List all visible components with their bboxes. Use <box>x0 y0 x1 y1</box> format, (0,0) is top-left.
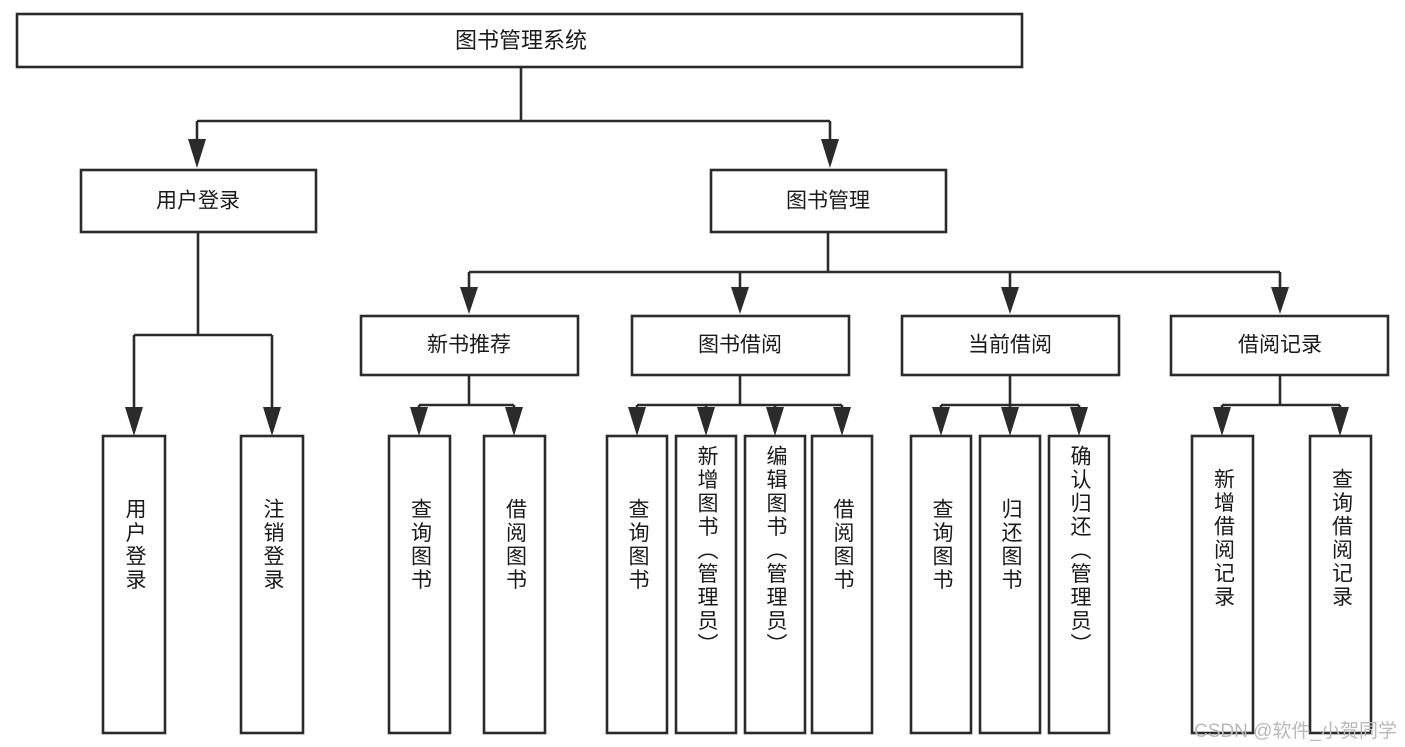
node-user-login-box <box>79 168 318 234</box>
arrow-head-icon <box>1001 407 1019 436</box>
node-new-book-recommend-box <box>359 314 580 377</box>
node-current-borrow[interactable]: 当前借阅 <box>900 314 1121 377</box>
node-current-borrow-label: 当前借阅 <box>968 334 1052 357</box>
arrow-head-icon <box>628 407 646 436</box>
arrow-head-icon <box>1001 287 1019 314</box>
connector-user-login-to-leaves <box>125 232 281 436</box>
node-book-management[interactable]: 图书管理 <box>709 168 948 234</box>
arrow-head-icon <box>1271 287 1289 314</box>
node-new-book-recommend[interactable]: 新书推荐 <box>359 314 580 377</box>
node-root-box <box>15 12 1024 69</box>
leaf-box-query-borrow-record[interactable] <box>1308 434 1373 735</box>
leaf-box-borrow-book-1[interactable] <box>482 434 547 735</box>
leaf-box-query-book-3[interactable] <box>909 434 973 735</box>
arrow-head-icon <box>1070 407 1088 436</box>
arrow-head-icon <box>766 407 784 436</box>
leaf-box-add-book[interactable] <box>674 434 738 735</box>
arrow-head-icon <box>697 407 715 436</box>
connector-book-borrow-to-leaves <box>628 375 851 436</box>
arrow-head-icon <box>731 287 749 314</box>
arrow-head-icon <box>460 287 478 314</box>
connector-borrow-record-to-leaves <box>1213 375 1349 436</box>
arrow-head-icon <box>833 407 851 436</box>
leaf-box-query-book-2[interactable] <box>605 434 669 735</box>
node-user-login-label: 用户登录 <box>156 190 240 213</box>
arrow-head-icon <box>188 139 206 168</box>
arrow-head-icon <box>125 407 143 436</box>
leaf-box-query-book-1[interactable] <box>387 434 452 735</box>
arrow-head-icon <box>1331 407 1349 436</box>
connector-current-borrow-to-leaves <box>932 375 1088 436</box>
node-borrow-record[interactable]: 借阅记录 <box>1169 314 1390 377</box>
node-new-book-recommend-label: 新书推荐 <box>427 334 511 357</box>
arrow-head-icon <box>263 407 281 436</box>
connector-book-management-to-level3 <box>460 232 1289 314</box>
node-book-management-label: 图书管理 <box>786 190 870 213</box>
node-user-login[interactable]: 用户登录 <box>79 168 318 234</box>
leaf-box-user-login[interactable] <box>101 434 167 735</box>
arrow-head-icon <box>505 407 523 436</box>
arrow-head-icon <box>932 407 950 436</box>
arrow-head-icon <box>410 407 428 436</box>
leaf-box-borrow-book-2[interactable] <box>810 434 874 735</box>
leaf-box-confirm-return[interactable] <box>1047 434 1111 735</box>
leaf-box-add-borrow-record[interactable] <box>1190 434 1255 735</box>
leaf-box-return-book[interactable] <box>978 434 1042 735</box>
node-borrow-record-label: 借阅记录 <box>1238 334 1322 357</box>
connector-root-to-level2 <box>188 67 839 168</box>
connector-new-book-recommend-to-leaves <box>410 375 523 436</box>
arrow-head-icon <box>821 139 839 168</box>
arrow-head-icon <box>1213 407 1231 436</box>
node-book-borrow-label: 图书借阅 <box>698 334 782 357</box>
leaf-box-logout-login[interactable] <box>239 434 305 735</box>
node-root[interactable]: 图书管理系统 <box>15 12 1024 69</box>
node-current-borrow-box <box>900 314 1121 377</box>
node-root-label: 图书管理系统 <box>455 28 587 53</box>
node-book-borrow[interactable]: 图书借阅 <box>630 314 851 377</box>
leaf-box-edit-book[interactable] <box>743 434 807 735</box>
